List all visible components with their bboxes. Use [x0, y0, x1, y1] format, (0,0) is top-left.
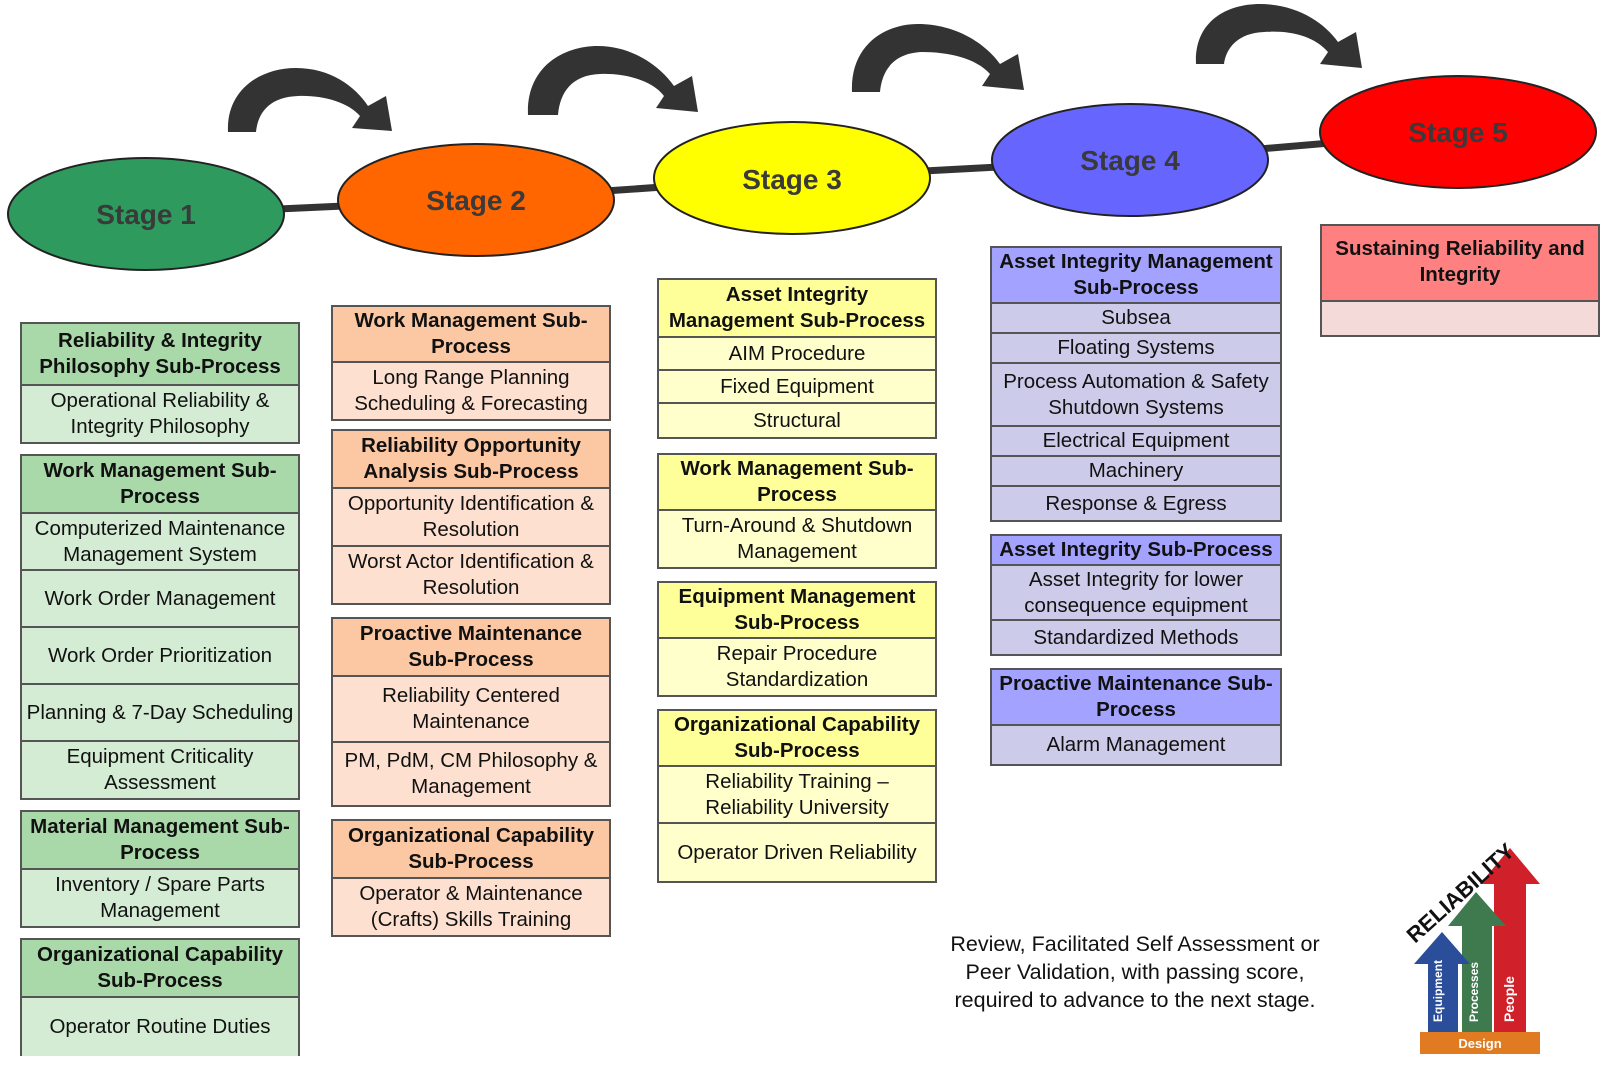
subprocess-item: Long Range Planning Scheduling & Forecas…: [333, 363, 609, 419]
arrow-3-4-icon: [851, 24, 1024, 92]
subprocess-item: Planning & 7-Day Scheduling: [22, 685, 298, 742]
subprocess-box: Material Management Sub-Process Inventor…: [20, 810, 300, 928]
logo-bar-people: People: [1501, 976, 1517, 1022]
subprocess-header: Proactive Maintenance Sub-Process: [333, 619, 609, 677]
subprocess-box: Work Management Sub-Process Long Range P…: [331, 305, 611, 421]
subprocess-item: Reliability Centered Maintenance: [333, 677, 609, 743]
stage-4-column: Asset Integrity Management Sub-Process S…: [990, 246, 1282, 776]
subprocess-header: Asset Integrity Sub-Process: [992, 536, 1280, 566]
subprocess-header: Material Management Sub-Process: [22, 812, 298, 870]
subprocess-header: Proactive Maintenance Sub-Process: [992, 670, 1280, 726]
subprocess-box: Asset Integrity Sub-Process Asset Integr…: [990, 534, 1282, 656]
subprocess-item: [1322, 302, 1598, 335]
subprocess-box: Sustaining Reliability and Integrity: [1320, 224, 1600, 337]
subprocess-box: Reliability & Integrity Philosophy Sub-P…: [20, 322, 300, 444]
arrow-4-5-icon: [1195, 4, 1362, 68]
logo-bar-processes: Processes: [1467, 962, 1481, 1022]
subprocess-box: Work Management Sub-Process Computerized…: [20, 454, 300, 800]
subprocess-item: Equipment Criticality Assessment: [22, 742, 298, 798]
subprocess-item: Reliability Training – Reliability Unive…: [659, 767, 935, 824]
subprocess-item: Repair Procedure Standardization: [659, 639, 935, 695]
stage-3-label: Stage 3: [742, 164, 842, 195]
stage-1-column: Reliability & Integrity Philosophy Sub-P…: [20, 322, 300, 1066]
subprocess-item: Turn-Around & Shutdown Management: [659, 511, 935, 567]
stage-3: Stage 3: [653, 121, 931, 235]
subprocess-item: Worst Actor Identification & Resolution: [333, 547, 609, 603]
subprocess-box: Reliability Opportunity Analysis Sub-Pro…: [331, 429, 611, 605]
stage-4-label: Stage 4: [1080, 145, 1180, 176]
subprocess-item: Opportunity Identification & Resolution: [333, 489, 609, 547]
reliability-logo: Equipment Processes People Design RELIAB…: [1402, 838, 1540, 1054]
subprocess-item: PM, PdM, CM Philosophy & Management: [333, 743, 609, 805]
subprocess-item: Subsea: [992, 304, 1280, 334]
subprocess-box: Organizational Capability Sub-Process Re…: [657, 709, 937, 883]
advancement-note: Review, Facilitated Self Assessment or P…: [950, 932, 1320, 1012]
subprocess-box: Work Management Sub-Process Turn-Around …: [657, 453, 937, 569]
stage-2: Stage 2: [337, 143, 615, 257]
subprocess-box: Proactive Maintenance Sub-Process Reliab…: [331, 617, 611, 807]
subprocess-box: Proactive Maintenance Sub-Process Alarm …: [990, 668, 1282, 766]
subprocess-header: Reliability & Integrity Philosophy Sub-P…: [22, 324, 298, 386]
subprocess-item: Operator & Maintenance (Crafts) Skills T…: [333, 879, 609, 935]
subprocess-header: Work Management Sub-Process: [22, 456, 298, 514]
subprocess-header: Work Management Sub-Process: [659, 455, 935, 511]
arrow-1-2-icon: [227, 68, 392, 132]
subprocess-item: Floating Systems: [992, 334, 1280, 364]
subprocess-item: Work Order Management: [22, 571, 298, 628]
stage-1: Stage 1: [7, 157, 285, 271]
subprocess-item: AIM Procedure: [659, 338, 935, 371]
subprocess-header: Organizational Capability Sub-Process: [659, 711, 935, 767]
stage-1-label: Stage 1: [96, 199, 196, 230]
subprocess-item: Work Order Prioritization: [22, 628, 298, 685]
subprocess-item: Machinery: [992, 457, 1280, 487]
subprocess-item: Alarm Management: [992, 726, 1280, 764]
subprocess-item: Standardized Methods: [992, 621, 1280, 654]
subprocess-item: Electrical Equipment: [992, 427, 1280, 457]
arrows: [227, 4, 1362, 132]
stage-2-column: Work Management Sub-Process Long Range P…: [331, 305, 611, 947]
stage-5: Stage 5: [1319, 75, 1597, 189]
subprocess-box: Asset Integrity Management Sub-Process A…: [657, 278, 937, 439]
logo-bar-equipment: Equipment: [1431, 960, 1445, 1022]
subprocess-header: Organizational Capability Sub-Process: [22, 940, 298, 998]
subprocess-item: Operator Routine Duties: [22, 998, 298, 1056]
subprocess-header: Sustaining Reliability and Integrity: [1322, 226, 1598, 302]
subprocess-box: Asset Integrity Management Sub-Process S…: [990, 246, 1282, 522]
subprocess-header: Organizational Capability Sub-Process: [333, 821, 609, 879]
subprocess-header: Reliability Opportunity Analysis Sub-Pro…: [333, 431, 609, 489]
arrow-2-3-icon: [527, 46, 698, 115]
subprocess-item: Structural: [659, 404, 935, 437]
subprocess-item: Inventory / Spare Parts Management: [22, 870, 298, 926]
subprocess-item: Process Automation & Safety Shutdown Sys…: [992, 364, 1280, 427]
subprocess-header: Asset Integrity Management Sub-Process: [659, 280, 935, 338]
stage-3-column: Asset Integrity Management Sub-Process A…: [657, 278, 937, 893]
subprocess-header: Equipment Management Sub-Process: [659, 583, 935, 639]
stage-5-label: Stage 5: [1408, 117, 1508, 148]
stage-4: Stage 4: [991, 103, 1269, 217]
stage-5-column: Sustaining Reliability and Integrity: [1320, 224, 1600, 347]
stage-2-label: Stage 2: [426, 185, 526, 216]
subprocess-item: Computerized Maintenance Management Syst…: [22, 514, 298, 571]
subprocess-item: Asset Integrity for lower consequence eq…: [992, 566, 1280, 621]
subprocess-box: Equipment Management Sub-Process Repair …: [657, 581, 937, 697]
subprocess-header: Asset Integrity Management Sub-Process: [992, 248, 1280, 304]
subprocess-box: Organizational Capability Sub-Process Op…: [331, 819, 611, 937]
subprocess-item: Fixed Equipment: [659, 371, 935, 404]
logo-base-design: Design: [1458, 1036, 1501, 1051]
subprocess-item: Operational Reliability & Integrity Phil…: [22, 386, 298, 442]
subprocess-item: Operator Driven Reliability: [659, 824, 935, 881]
subprocess-box: Organizational Capability Sub-Process Op…: [20, 938, 300, 1056]
subprocess-item: Response & Egress: [992, 487, 1280, 520]
subprocess-header: Work Management Sub-Process: [333, 307, 609, 363]
